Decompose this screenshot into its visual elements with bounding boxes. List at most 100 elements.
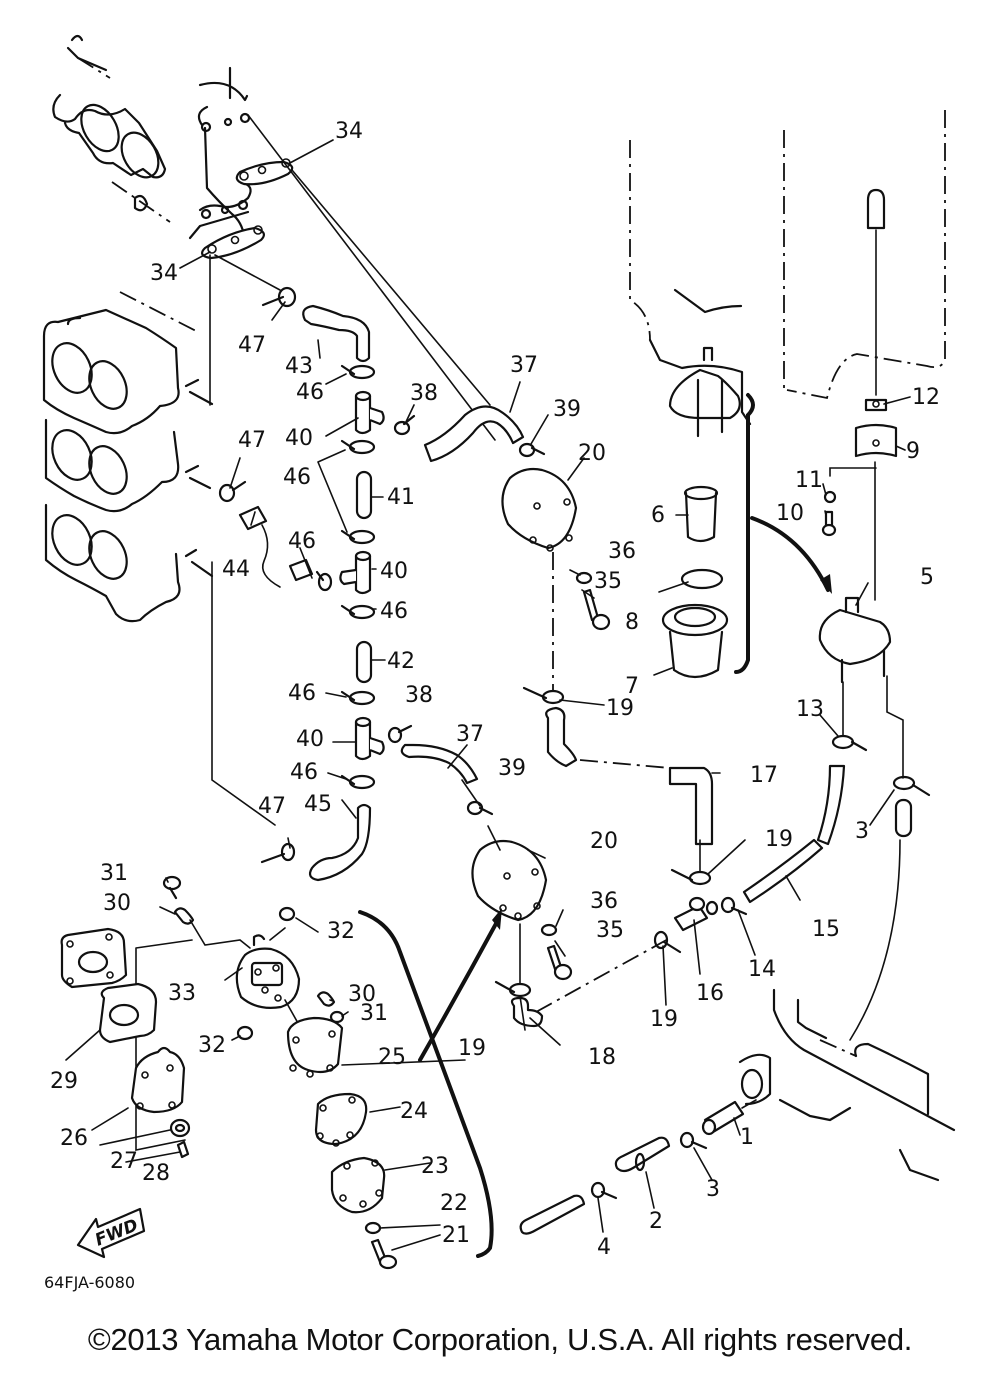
assembly-arrow-left [418, 918, 500, 1062]
callout-37: 37 [510, 353, 538, 378]
callout-13: 13 [796, 697, 824, 722]
gasket-34-upper [235, 158, 294, 186]
hose-37-lower [400, 743, 479, 785]
fuel-system-exploded-diagram: FWD 64FJA-6080 34 34 47 43 46 38 37 39 2… [42, 34, 956, 1292]
nut-32-lower [236, 1025, 254, 1041]
callout-18: 18 [588, 1045, 616, 1070]
callout-14: 14 [748, 957, 776, 982]
callout-30: 30 [103, 891, 131, 916]
callout-46: 46 [296, 380, 324, 405]
callout-31: 31 [360, 1001, 388, 1026]
callout-39: 39 [553, 397, 581, 422]
nut-30-lower [316, 991, 336, 1007]
hose-1 [701, 1099, 757, 1136]
copyright-notice: ©2013 Yamaha Motor Corporation, U.S.A. A… [87, 1322, 913, 1357]
callout-5: 5 [920, 565, 934, 590]
callout-21: 21 [442, 1223, 470, 1248]
callout-46: 46 [288, 529, 316, 554]
callout-40: 40 [296, 727, 324, 752]
callout-23: 23 [421, 1154, 449, 1179]
engine-housing-outline [629, 110, 946, 426]
callout-17: 17 [750, 763, 778, 788]
callout-6: 6 [651, 503, 665, 528]
callout-27: 27 [110, 1149, 138, 1174]
fwd-arrow-icon: FWD [76, 1207, 146, 1259]
hose-clamp-14 [720, 896, 748, 916]
callout-44: 44 [222, 557, 250, 582]
callout-24: 24 [400, 1099, 428, 1124]
callout-40: 40 [285, 426, 313, 451]
callout-20: 20 [578, 441, 606, 466]
callout-46: 46 [290, 760, 318, 785]
hose-clamp-46 [315, 364, 376, 790]
hose-15 [742, 764, 846, 904]
hose-41 [355, 470, 373, 520]
fuel-filter-cap [668, 346, 741, 438]
callout-29: 29 [50, 1069, 78, 1094]
gasket-29-upper [60, 927, 128, 989]
fuel-filter-element-6 [683, 485, 719, 543]
assembly-arrow-right [750, 516, 830, 592]
hose-43 [302, 304, 371, 363]
callout-38: 38 [405, 683, 433, 708]
callout-26: 26 [60, 1126, 88, 1151]
callout-22: 22 [440, 1191, 468, 1216]
callout-33: 33 [168, 981, 196, 1006]
callout-25: 25 [378, 1045, 406, 1070]
hose-17 [668, 766, 714, 846]
gasket-25 [286, 1016, 344, 1078]
joint-2 [614, 1136, 671, 1173]
callout-39: 39 [498, 756, 526, 781]
callout-34: 34 [150, 261, 178, 286]
hose-45 [308, 803, 372, 882]
callout-12: 12 [912, 385, 940, 410]
bolt-35-upper [582, 588, 611, 631]
callout-19: 19 [650, 1007, 678, 1032]
carburetor-stack [42, 291, 214, 623]
hose-clamp-38-lower [387, 724, 413, 744]
hose-clamp-3-lower [679, 1131, 708, 1150]
callout-41: 41 [387, 485, 415, 510]
callout-42: 42 [387, 649, 415, 674]
callout-9: 9 [906, 439, 920, 464]
hose-clamp-39-upper [518, 442, 546, 458]
callout-31: 31 [100, 861, 128, 886]
cylinder-block-outline [188, 66, 252, 240]
callout-16: 16 [696, 981, 724, 1006]
callout-34: 34 [335, 119, 363, 144]
gasket-34-lower [201, 225, 265, 260]
group-bracket-left [358, 910, 494, 1258]
hose-clamp-47-upper [261, 286, 297, 308]
hose-clamp-47-lower [260, 842, 296, 864]
pump-body-33 [235, 934, 301, 1009]
callout-43: 43 [285, 354, 313, 379]
nut-30-upper [173, 907, 195, 925]
gasket-29-lower [98, 982, 158, 1044]
washer-22 [364, 1221, 382, 1235]
callout-28: 28 [142, 1161, 170, 1186]
callout-4: 4 [597, 1235, 611, 1260]
callout-32: 32 [327, 919, 355, 944]
washer-36-lower [540, 923, 558, 937]
screw-21 [370, 1238, 398, 1270]
hose-clamp-3-upper [892, 775, 931, 797]
fuel-filter-5 [818, 596, 892, 684]
diaphragm-24 [314, 1092, 368, 1147]
callout-19: 19 [606, 696, 634, 721]
callout-40: 40 [380, 559, 408, 584]
hose-clamp-38-upper [393, 414, 416, 436]
callout-46: 46 [283, 465, 311, 490]
fuel-pump-20-lower [471, 839, 548, 922]
callout-47: 47 [238, 428, 266, 453]
callout-3: 3 [855, 819, 869, 844]
screw-31-lower [329, 1010, 345, 1024]
nut-32-upper [278, 906, 296, 922]
filter-cup-7 [661, 603, 729, 679]
callout-19: 19 [765, 827, 793, 852]
group-bracket-right [734, 393, 755, 674]
pump-cover-23 [330, 1156, 386, 1214]
washer-36-upper [575, 571, 593, 585]
hose-upper-19 [545, 706, 578, 768]
diagram-code: 64FJA-6080 [44, 1273, 135, 1292]
callout-46: 46 [380, 599, 408, 624]
